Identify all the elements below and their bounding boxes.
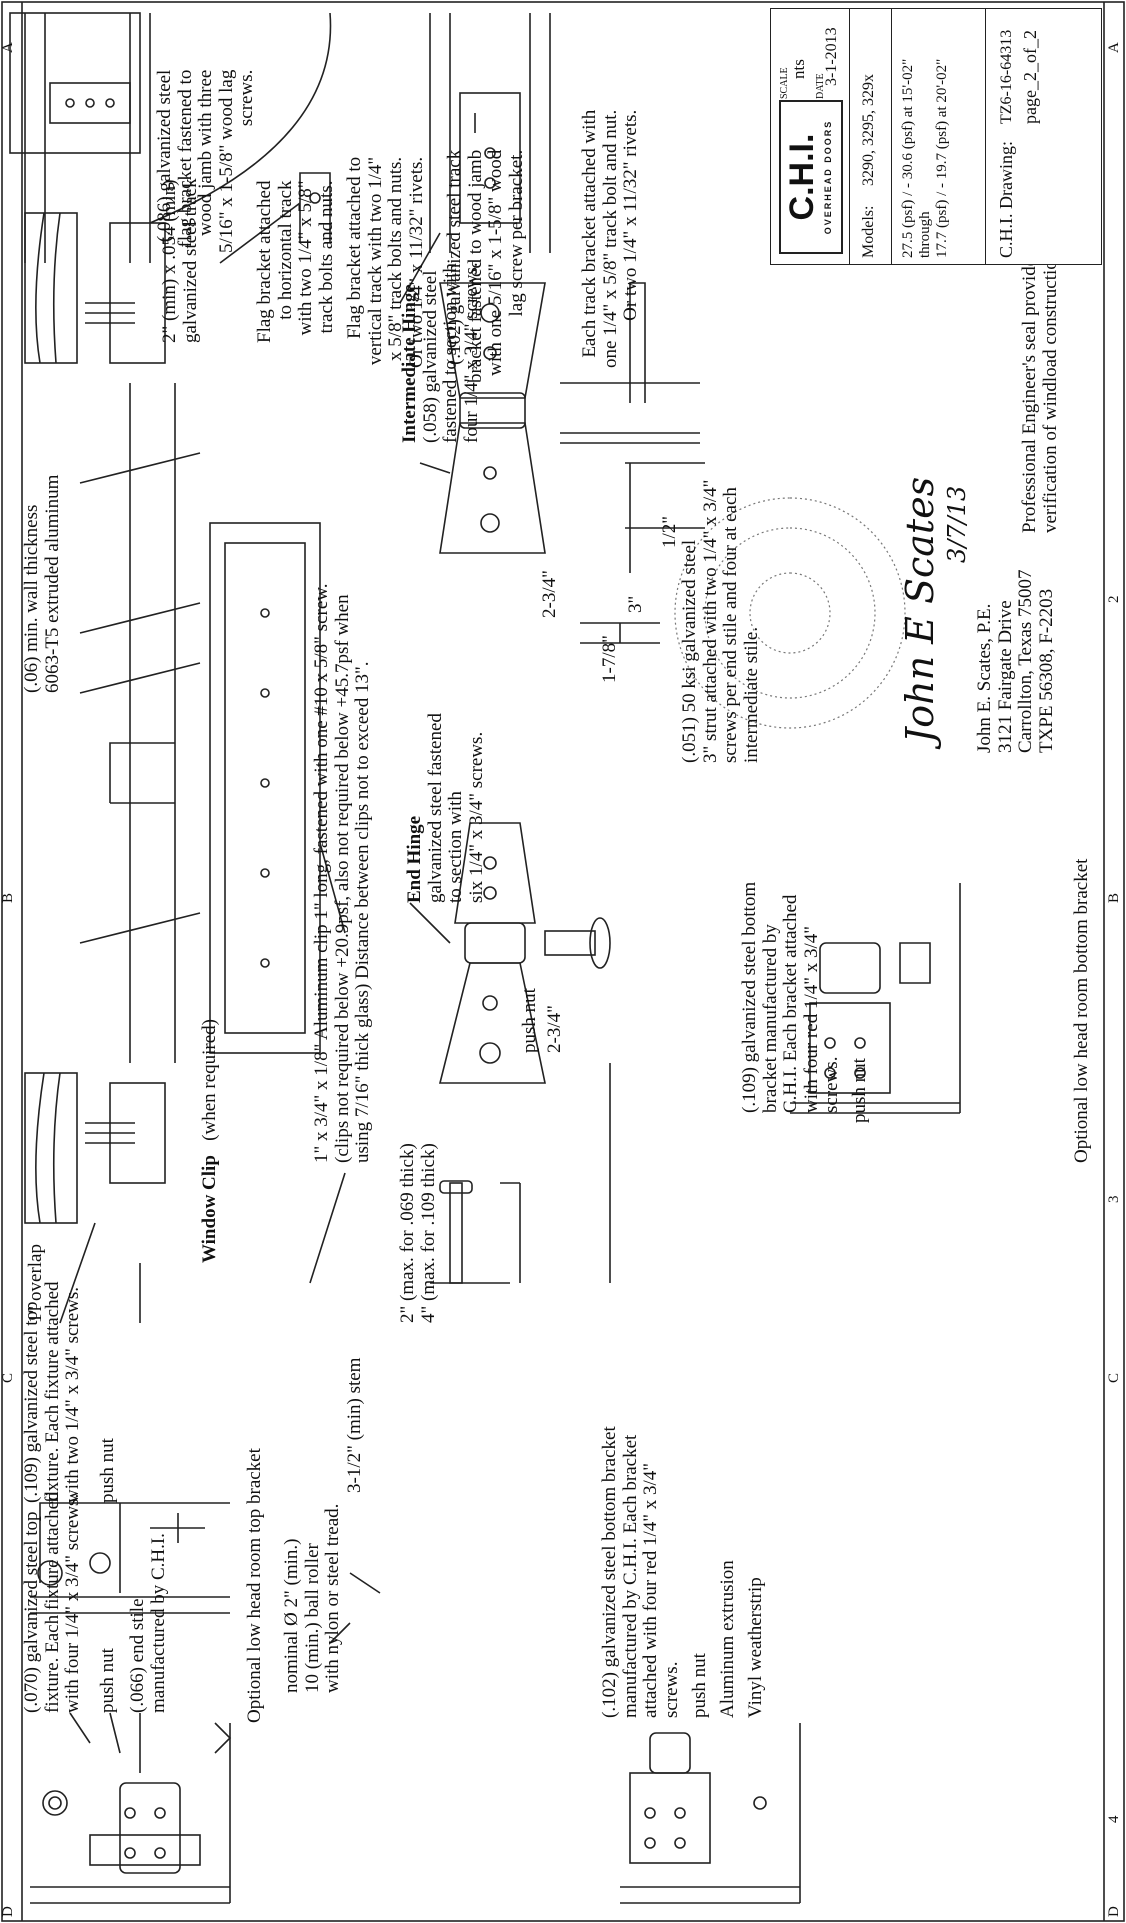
strut-drawing [560,282,705,644]
ball-roller-drawing [430,1063,611,1284]
frame-letter: A [0,42,16,53]
end-hinge-drawing [438,822,611,1084]
dim-strut-a: 1-7/8" [599,635,620,683]
signature-date: 3/7/13 [943,485,971,563]
intermediate-hinge-drawing [439,282,546,554]
leader-lines-4 [309,842,346,1284]
frame-letter: B [0,892,16,903]
track-bracket-drawing [429,13,551,253]
pressure-row: 27.5 (psf) / - 30.6 (psf) at 15'-02" thr… [891,9,998,264]
frame-letter: B [1106,892,1122,903]
aluminum-clip-label: 1" x 3/4" x 1/8" Aluminum clip 1" long, … [311,583,374,1163]
bottom-bracket-102-drawing [620,1723,801,1904]
leader-lines-2 [329,1572,381,1644]
push-nut-label: push nut [97,1648,118,1713]
stem-label: 3-1/2" (min) stem [344,1357,365,1493]
date-value: 3-1-2013 [823,27,840,86]
frame-letter: A [1106,42,1122,53]
window-clip-title: Window Clip (when required) [199,1019,220,1263]
scale-value: nts [789,59,808,79]
frame-number: 3 [1106,1195,1122,1204]
dim-end-hinge: 2-3/4" [544,1005,565,1053]
frame-number: 4 [1106,1815,1122,1824]
dim-strut-c: 1/2" [659,515,680,548]
push-nut-label: push nut [849,1058,870,1123]
caption-bottom-bracket: Optional low head room bottom bracket [1071,858,1092,1163]
frame-letter: C [1106,1372,1122,1383]
chi-logo: C.H.I. OVERHEAD DOORS [779,100,843,254]
bottom-bracket-109-drawing [790,883,961,1114]
top-fixture-070-drawing [30,1722,232,1904]
drawing-row: C.H.I. Drawing: TZ6-16-64313 page_2_of_2 [985,9,1098,264]
aluminum-extrusion-label: Aluminum extrusion [717,1560,738,1718]
frame-letter: D [1106,1906,1122,1917]
engineer-signature: John E Scates [898,476,942,743]
thickness-note: 2" (max. for .069 thick)4" (max. for .10… [397,1143,439,1323]
push-nut-label: push nut [689,1653,710,1718]
push-nut-label: push nut [519,988,540,1053]
frame-letter: D [0,1906,16,1917]
leader-lines-1 [69,1712,141,1773]
engineer-seal [674,497,906,729]
push-nut-label: push nut [97,1438,118,1503]
leader-lines-6 [219,202,441,304]
models-row: Models: 3290, 3295, 329x [849,9,890,264]
flag-bracket-drawing [9,12,332,263]
window-clip-drawing [209,522,321,1054]
section-drawing [24,212,201,1323]
frame-number: 2 [1106,595,1122,604]
dim-strut-b: 3" [625,595,646,613]
roller-label: nominal Ø 2" (min.)10 (min.) ball roller… [281,1503,344,1693]
vinyl-weatherstrip-label: Vinyl weatherstrip [745,1577,766,1718]
top-fixture-109-drawing [30,1502,230,1614]
leader-lines-3 [59,1222,96,1324]
title-block: C.H.I. OVERHEAD DOORS SCALE nts DATE 3-1… [770,8,1102,265]
overlap-label: 1" overlap [25,1244,46,1323]
caption-top-bracket: Optional low head room top bracket [244,1448,265,1723]
frame-letter: C [0,1372,16,1383]
leader-lines-5 [409,462,451,944]
dim-intermediate: 2-3/4" [539,570,560,618]
